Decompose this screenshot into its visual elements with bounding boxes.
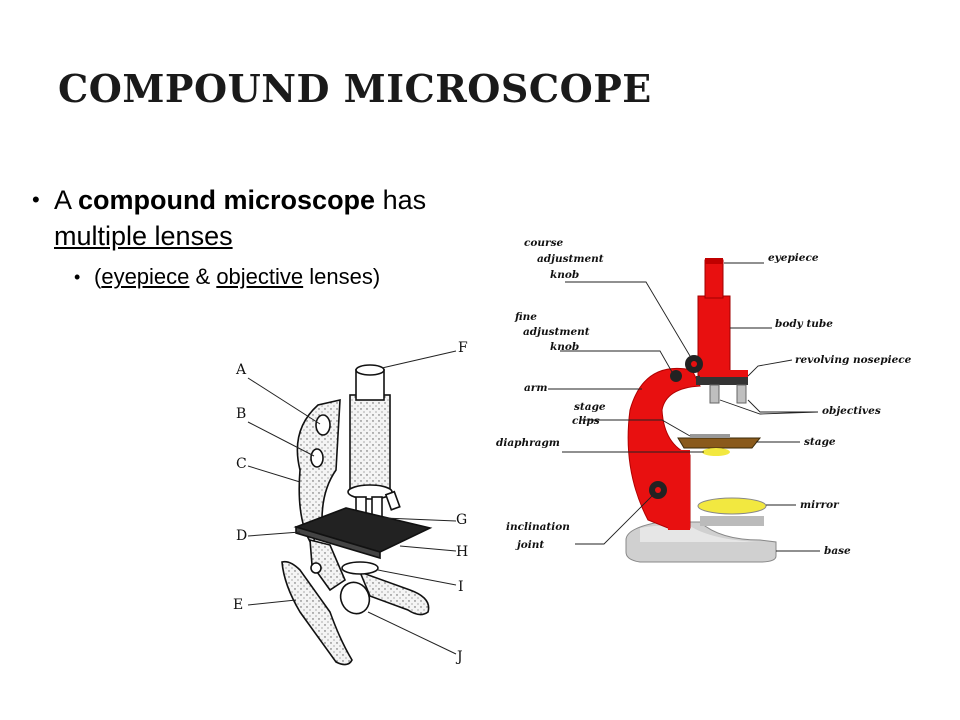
left-body-tube (349, 394, 391, 491)
left-condenser (341, 561, 379, 575)
right-inclination-knob-center (655, 487, 661, 493)
right-body-tube (697, 295, 731, 377)
right-eyepiece-cap (705, 258, 723, 264)
right-labels: course adjustment knob fine adjustment k… (496, 237, 912, 557)
label-arm: arm (524, 382, 547, 394)
bullet-list: A compound microscope has multiple lense… (30, 182, 510, 292)
right-stage (677, 437, 762, 449)
bullet-text: A (54, 185, 79, 215)
label-A: A (235, 362, 247, 378)
label-body-tube: body tube (775, 318, 833, 330)
bullet-bold-term: compound microscope (78, 185, 376, 215)
left-fine-knob (310, 448, 324, 468)
label-base: base (824, 545, 851, 557)
left-nosepiece (347, 484, 393, 500)
label-objectives: objectives (822, 405, 881, 417)
left-microscope-diagram (281, 364, 433, 666)
label-C: C (236, 456, 247, 472)
term-eyepiece: eyepiece (101, 264, 190, 289)
label-course-1: course (524, 237, 563, 249)
label-mirror: mirror (800, 499, 840, 511)
left-coarse-knob (315, 414, 331, 436)
left-arm (296, 398, 341, 547)
right-nosepiece-face (700, 370, 748, 377)
right-microscope-diagram (625, 258, 777, 563)
bullet-text: has (375, 185, 427, 215)
label-J: J (455, 649, 463, 665)
right-coarse-knob-center (691, 361, 697, 367)
left-adjust-screw (310, 562, 322, 574)
label-H: H (456, 544, 468, 560)
left-pillar (309, 538, 346, 592)
right-objective-1 (709, 384, 720, 404)
label-fine-3: knob (550, 341, 579, 353)
left-eyepiece-top (355, 364, 385, 376)
label-stage-clips-1: stage (574, 401, 606, 413)
right-diaphragm (702, 448, 730, 456)
label-diaphragm: diaphragm (496, 437, 560, 449)
label-B: B (236, 406, 246, 422)
right-pillar (668, 450, 690, 530)
left-base (281, 560, 353, 666)
bullet-text: lenses) (303, 264, 381, 289)
left-leader-lines (247, 350, 457, 655)
label-course-3: knob (550, 269, 579, 281)
right-objective-2 (736, 384, 747, 404)
bullet-main: A compound microscope has multiple lense… (30, 182, 510, 254)
label-course-2: adjustment (537, 253, 604, 265)
label-eyepiece: eyepiece (768, 252, 819, 264)
label-stage: stage (804, 436, 836, 448)
label-F: F (458, 340, 468, 356)
left-objective-3 (384, 490, 401, 511)
right-fine-knob (670, 370, 682, 382)
label-inclination-1: inclination (506, 521, 570, 533)
right-eyepiece (704, 259, 724, 299)
label-I: I (458, 579, 464, 595)
right-stage-clip (690, 434, 730, 438)
term-objective: objective (216, 264, 304, 289)
bullet-text: ( (94, 264, 102, 289)
label-inclination-2: joint (515, 539, 544, 551)
bullet-underlined-term: multiple lenses (54, 221, 233, 251)
left-base-rear (358, 570, 430, 616)
label-fine-2: adjustment (523, 326, 590, 338)
right-mirror (697, 497, 767, 515)
label-E: E (233, 597, 243, 613)
right-nosepiece (696, 376, 748, 385)
right-leader-lines (548, 262, 820, 552)
right-mirror-mount (700, 516, 764, 526)
label-D: D (236, 528, 247, 544)
bullet-text: & (189, 264, 217, 289)
label-stage-clips-2: clips (572, 415, 600, 427)
bullet-sub: (eyepiece & objective lenses) (70, 262, 510, 292)
slide-title: COMPOUND MICROSCOPE (58, 66, 652, 111)
left-stage-front (295, 525, 381, 560)
label-revolving-nosepiece: revolving nosepiece (795, 354, 912, 366)
left-mirror (339, 581, 371, 615)
left-labels: A B C D E F G H I J (233, 340, 468, 665)
label-G: G (456, 512, 467, 528)
label-fine-1: fine (514, 311, 537, 323)
